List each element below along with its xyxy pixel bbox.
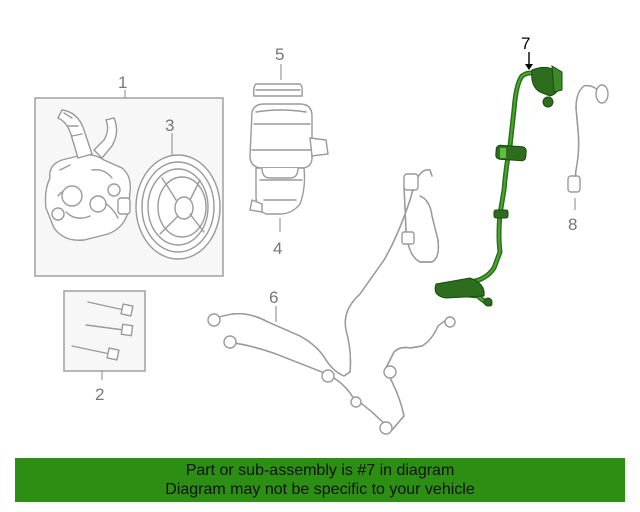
return-hose-icon (434, 65, 563, 307)
callout-3: 3 (165, 116, 174, 135)
banner-line-disclaimer: Diagram may not be specific to your vehi… (165, 481, 475, 498)
line-assembly-icon (207, 169, 456, 435)
parts-diagram: 3 1 2 5 (34, 34, 609, 435)
callout-7: 7 (521, 34, 530, 53)
part-7-return-hose[interactable]: 7 (434, 34, 563, 307)
reservoir-icon (249, 103, 329, 215)
part-6-pressure-line-assembly[interactable]: 6 (207, 169, 456, 435)
pump-body-icon (44, 109, 132, 241)
part-5-reservoir-cap[interactable]: 5 (253, 45, 303, 97)
part-4-reservoir[interactable]: 4 (249, 103, 329, 258)
part-2-bolts[interactable]: 2 (63, 290, 146, 404)
bolt-icon (71, 301, 134, 361)
callout-2: 2 (95, 385, 104, 404)
banner-line-part-number: Part or sub-assembly is #7 in diagram (185, 462, 455, 479)
info-banner: Part or sub-assembly is #7 in diagram Di… (15, 458, 625, 502)
callout-1: 1 (118, 73, 127, 92)
callout-5: 5 (275, 45, 284, 64)
part-3-pulley[interactable]: 3 (135, 116, 221, 260)
callout-6: 6 (269, 288, 278, 307)
part-1-power-steering-pump-assembly[interactable]: 3 1 (34, 73, 224, 277)
hose-icon (567, 84, 609, 193)
callout-8: 8 (568, 215, 577, 234)
part-8-hose[interactable]: 8 (567, 84, 609, 234)
bolts-box (63, 290, 146, 372)
callout-4: 4 (273, 239, 282, 258)
